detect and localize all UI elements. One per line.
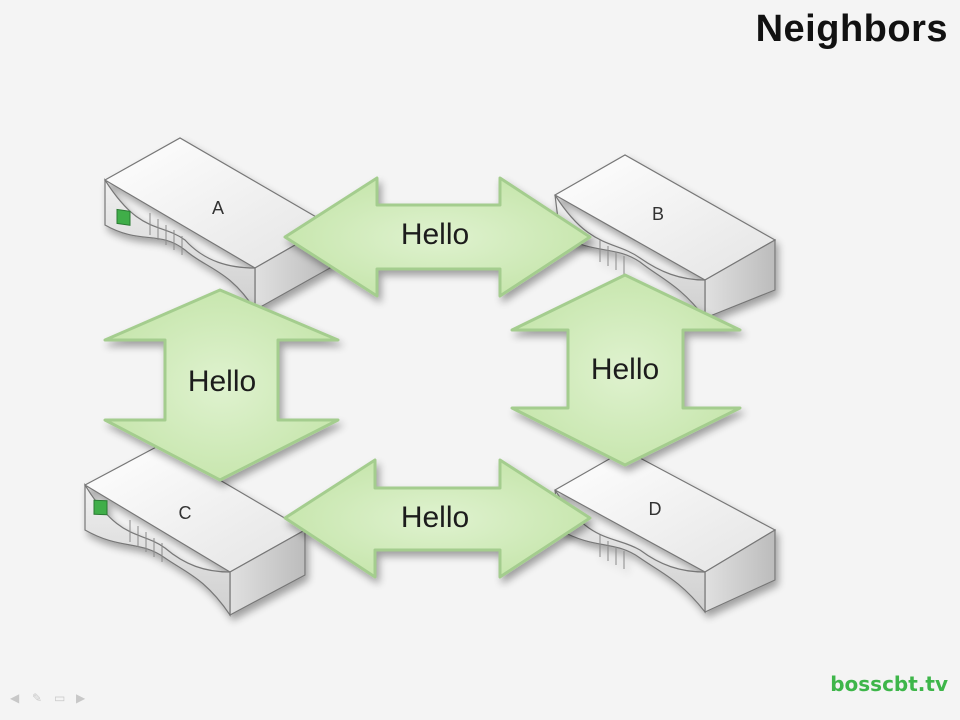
hello-label-bottom: Hello <box>401 501 469 534</box>
hello-arrow-top: Hello <box>283 176 592 298</box>
hello-label-top: Hello <box>401 218 469 251</box>
menu-icon[interactable]: ▭ <box>54 691 66 705</box>
router-c-label: C <box>179 503 192 523</box>
prev-icon[interactable]: ◀ <box>10 691 20 705</box>
router-c: C <box>83 444 307 617</box>
router-b-label: B <box>652 204 664 224</box>
next-icon[interactable]: ▶ <box>76 691 86 705</box>
router-d: D <box>553 449 777 614</box>
slide-nav: ◀ ✎ ▭ ▶ <box>10 692 90 704</box>
router-b: B <box>553 154 777 320</box>
hello-arrow-left: Hello <box>103 288 340 482</box>
hello-arrow-right: Hello <box>510 273 742 467</box>
router-a: A <box>103 137 332 313</box>
router-d-label: D <box>649 499 662 519</box>
slide-title: Neighbors <box>755 8 948 50</box>
hello-label-right: Hello <box>591 353 659 386</box>
hello-label-left: Hello <box>188 365 256 398</box>
pen-icon[interactable]: ✎ <box>32 691 43 705</box>
hello-arrow-bottom: Hello <box>283 458 592 579</box>
router-a-label: A <box>212 198 224 218</box>
watermark: bosscbt.tv <box>830 672 948 696</box>
